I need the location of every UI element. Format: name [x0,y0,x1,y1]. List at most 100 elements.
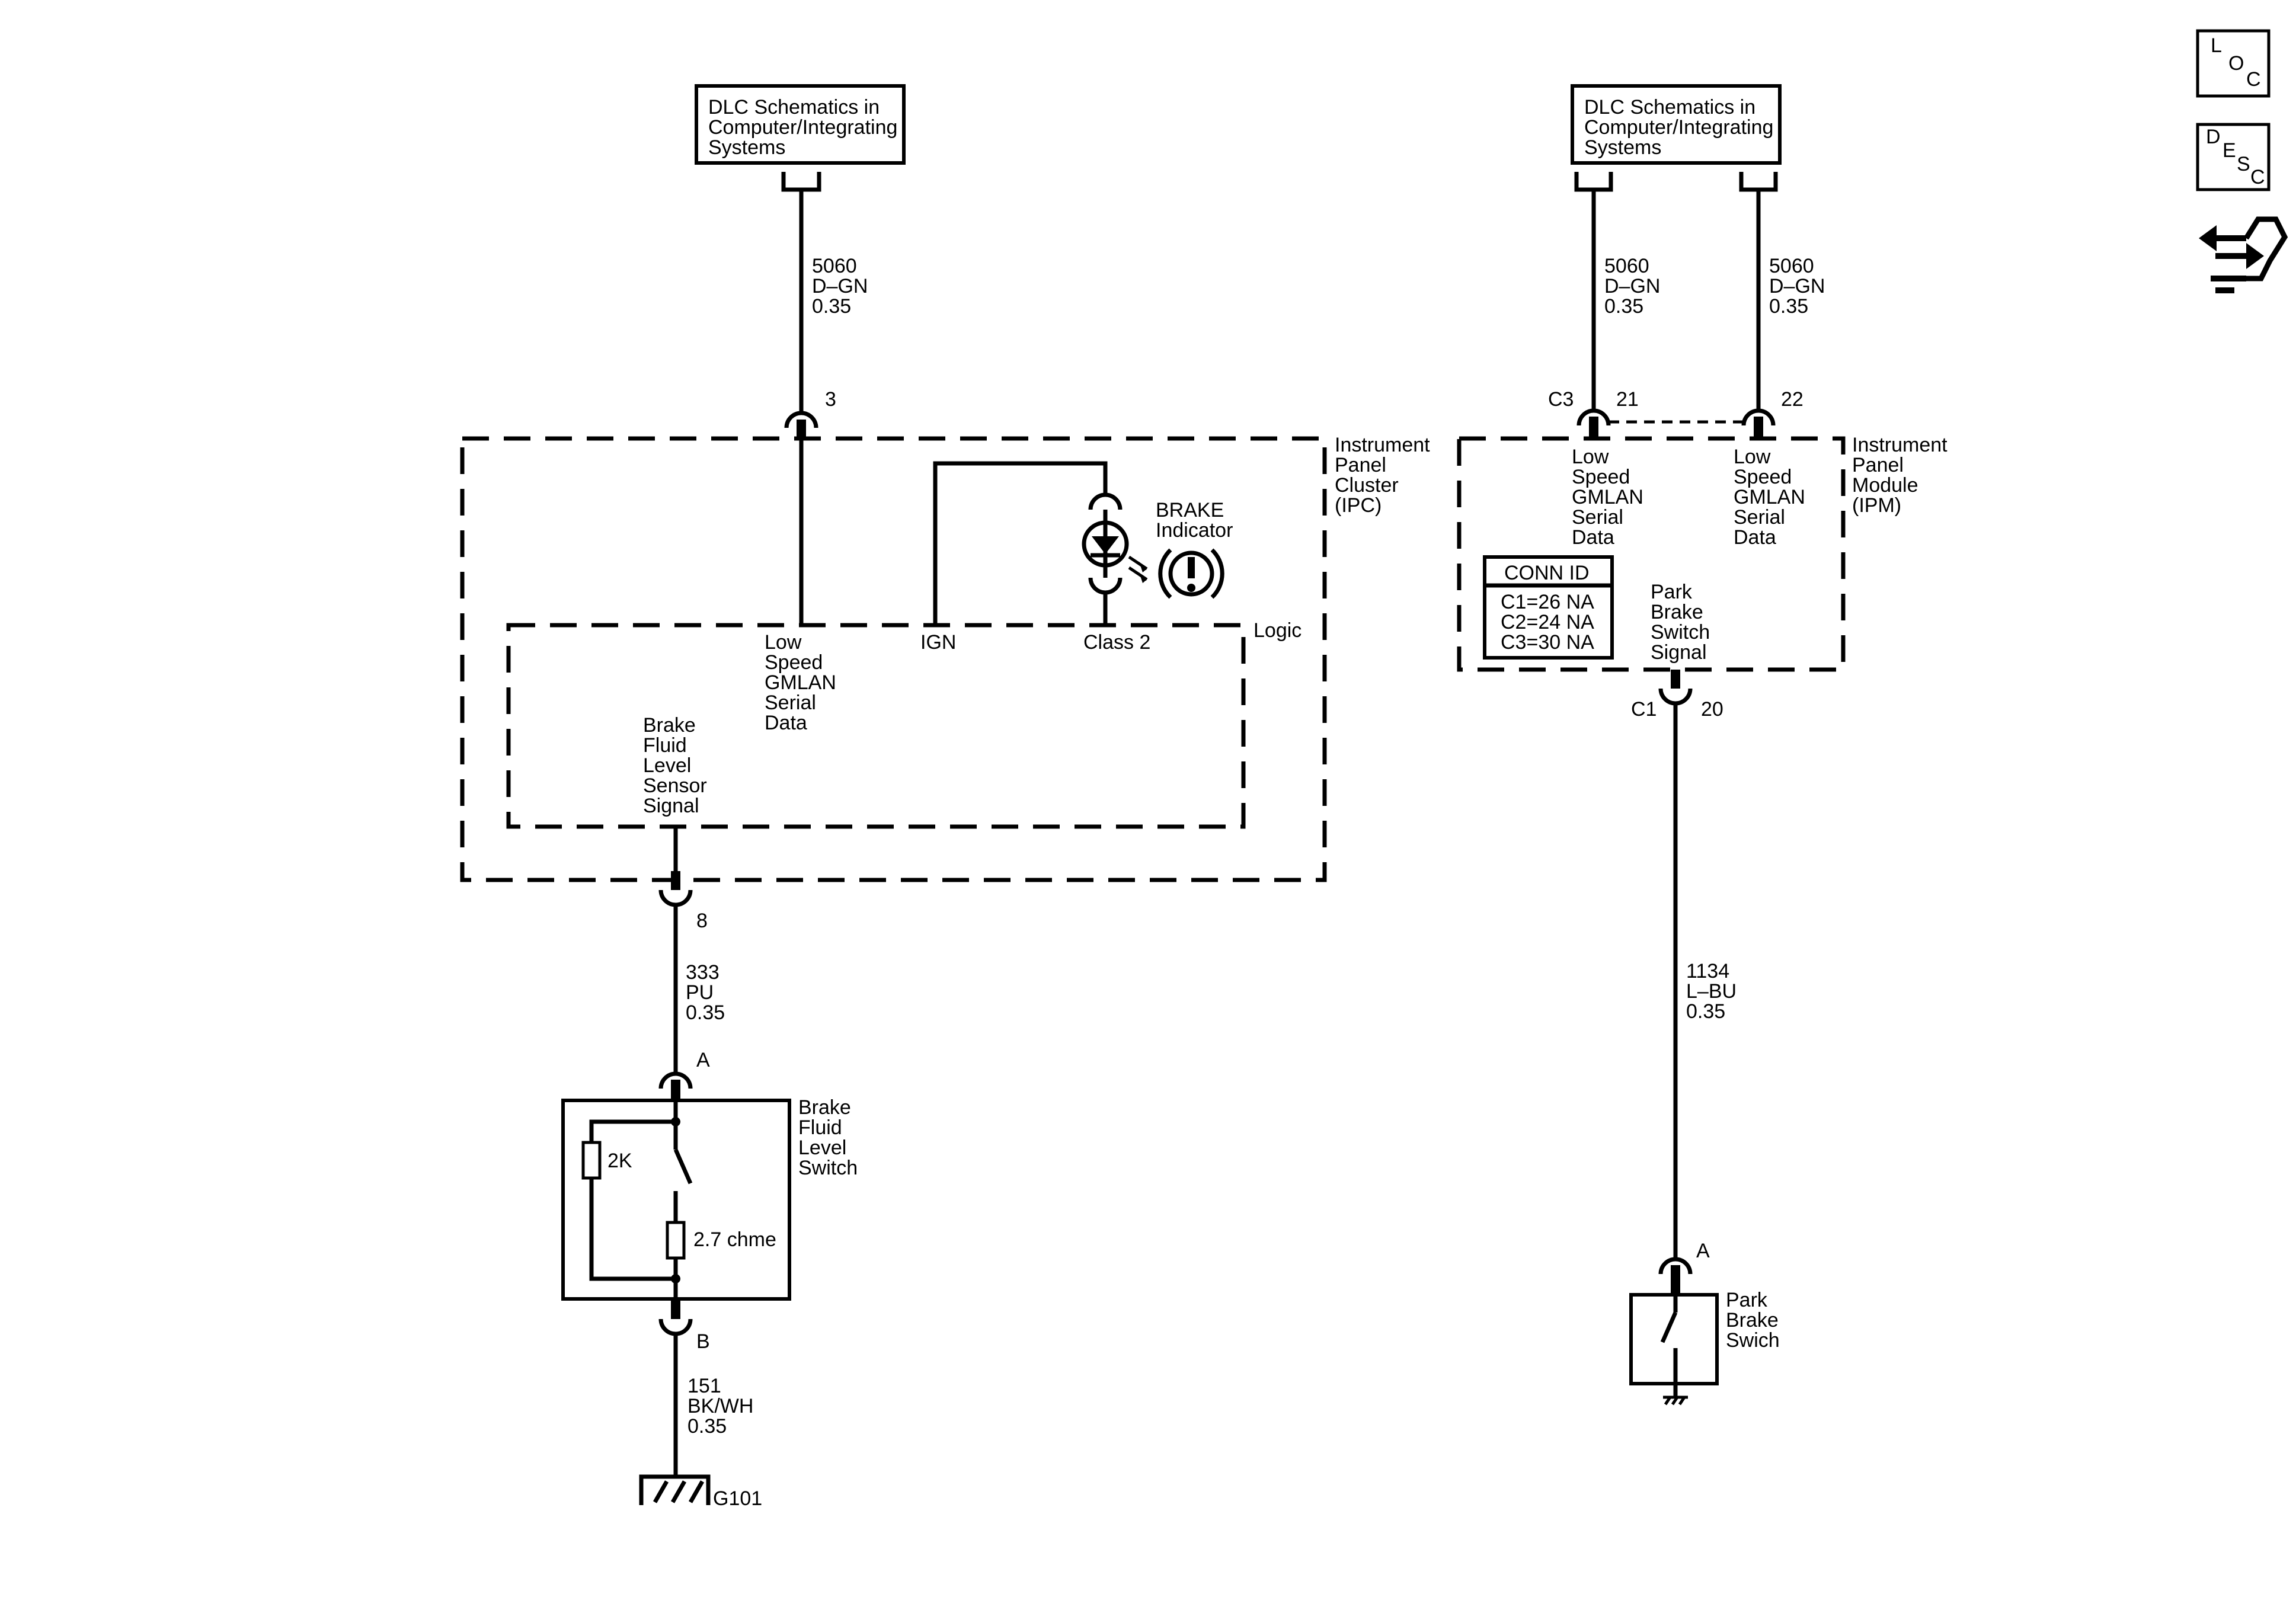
brake-warning-icon [1158,548,1224,599]
ipc-logic-label: Logic [1253,619,1302,642]
brake-indicator-label-2: Indicator [1156,519,1233,542]
fluid-switch-pin-a: A [696,1049,710,1071]
ipm-connector-22-arc [1741,408,1776,426]
fluid-switch-name-4: Switch [798,1157,858,1179]
ipc-module-box[interactable] [460,436,1327,882]
dlc-right-line3: Systems [1584,136,1661,159]
ipc-gmlan-4: Serial [765,692,816,714]
wire-5060-r1-color: D–GN [1604,275,1660,297]
conn-id-c1: C1=26 NA [1501,591,1594,613]
fluid-switch-connector-b-arc [658,1318,693,1336]
ipm-connector-21-arc [1576,408,1611,426]
ipc-bfl-signal-4: Sensor [643,774,707,797]
desc-icon[interactable]: D E S C [2196,123,2271,191]
fluid-switch-connector-b-pin [671,1299,680,1319]
ipm-connector-20-pin [1671,670,1680,689]
ipc-bfl-signal-1: Brake [643,714,696,737]
dlc-box-right[interactable]: DLC Schematics in Computer/Integrating S… [1571,84,1782,165]
desc-icon-d: D [2206,126,2221,148]
ground-symbol-g101 [639,1474,711,1505]
fluid-switch-name-3: Level [798,1137,846,1159]
park-switch-name-2: Brake [1726,1309,1779,1331]
park-switch-name-3: Swich [1726,1329,1780,1352]
ipc-connector-3-arc [784,411,818,428]
dlc-box-left[interactable]: DLC Schematics in Computer/Integrating S… [695,84,906,165]
ipc-name-1: Instrument [1335,434,1430,456]
ipc-name-4: (IPC) [1335,494,1382,517]
loc-icon-o: O [2228,52,2244,75]
dlc-right-line1: DLC Schematics in [1584,96,1755,119]
park-switch-contact [1660,1295,1678,1384]
ipm-gmlan-a-4: Serial [1572,506,1623,529]
ground-label: G101 [713,1487,762,1510]
navigation-arrows-icon[interactable] [2199,216,2288,293]
brake-indicator-label-1: BRAKE [1156,499,1224,521]
loc-icon[interactable]: L O C [2196,29,2271,98]
ipm-conn-c1: C1 [1631,698,1657,721]
ipm-park-signal-3: Switch [1651,621,1710,644]
ipc-name-3: Cluster [1335,474,1399,497]
ipc-ign-wire [933,461,1108,625]
ipm-gmlan-b-5: Data [1734,526,1776,549]
ipm-name-4: (IPM) [1852,494,1901,517]
ipm-name-1: Instrument [1852,434,1948,456]
dlc-right-connector-2 [1739,172,1778,192]
wire-5060-r2-gauge: 0.35 [1769,295,1808,318]
wire-333-circuit: 333 [686,961,720,984]
ipm-pin-22: 22 [1781,388,1803,411]
desc-icon-s: S [2237,153,2250,175]
ipc-gmlan-3: GMLAN [765,671,836,694]
wire-5060-left-gauge: 0.35 [812,295,851,318]
ipc-class2-label: Class 2 [1083,631,1150,654]
wire-1134-gauge: 0.35 [1686,1000,1725,1023]
ipm-gmlan-a-1: Low [1572,446,1609,468]
ipm-park-signal-4: Signal [1651,641,1707,664]
loc-icon-l: L [2211,34,2222,57]
ipc-bfl-signal-2: Fluid [643,734,687,757]
ipc-ign-label: IGN [920,631,956,654]
ipc-pin-3: 3 [825,388,836,411]
park-switch-connector-a-pin [1671,1265,1680,1295]
wire-5060-left-color: D–GN [812,275,868,297]
fluid-switch-connector-a-pin [671,1080,680,1100]
ipm-conn-c3: C3 [1548,388,1574,411]
ipc-logic-box [506,623,1246,829]
brake-indicator-lamp [1082,492,1148,625]
ipc-gmlan-1: Low [765,631,802,654]
dlc-left-line3: Systems [708,136,785,159]
wire-1134-color: L–BU [1686,980,1737,1003]
ipc-gmlan-2: Speed [765,651,823,674]
wire-1134-circuit: 1134 [1686,960,1729,982]
ipm-gmlan-b-3: GMLAN [1734,486,1805,508]
wire-5060-r2-color: D–GN [1769,275,1825,297]
wire-151-gauge: 0.35 [687,1415,727,1438]
dlc-left-connector [781,172,821,192]
conn-id-c3: C3=30 NA [1501,631,1594,654]
dlc-left-line1: DLC Schematics in [708,96,880,119]
wire-5060-left-circuit: 5060 [812,255,857,277]
ipc-connector-8-arc [658,889,693,907]
conn-id-box [1483,555,1614,660]
fluid-switch-name-2: Fluid [798,1116,842,1139]
ipm-gmlan-b-4: Serial [1734,506,1785,529]
ipc-connector-8-pin [671,871,680,890]
ipm-park-signal-1: Park [1651,581,1693,603]
ipm-connector-20-arc [1658,688,1693,706]
ipm-name-2: Panel [1852,454,1904,476]
ipm-gmlan-a-2: Speed [1572,466,1630,488]
ipm-gmlan-a-3: GMLAN [1572,486,1643,508]
ipm-module-box[interactable] [1457,436,1846,672]
dlc-right-connector-1 [1574,172,1613,192]
ipm-connector-21-pin [1589,417,1598,437]
wire-151-color: BK/WH [687,1395,753,1417]
fluid-switch-pin-b: B [696,1330,710,1353]
ipm-pin-20: 20 [1701,698,1723,721]
ipc-gmlan-5: Data [765,712,807,734]
ipc-pin-8: 8 [696,910,708,932]
wire-5060-r1-circuit: 5060 [1604,255,1649,277]
desc-icon-c: C [2250,166,2265,188]
ipc-bfl-signal-5: Signal [643,795,699,817]
ipc-bfl-signal-3: Level [643,754,691,777]
wire-5060-r1-gauge: 0.35 [1604,295,1643,318]
